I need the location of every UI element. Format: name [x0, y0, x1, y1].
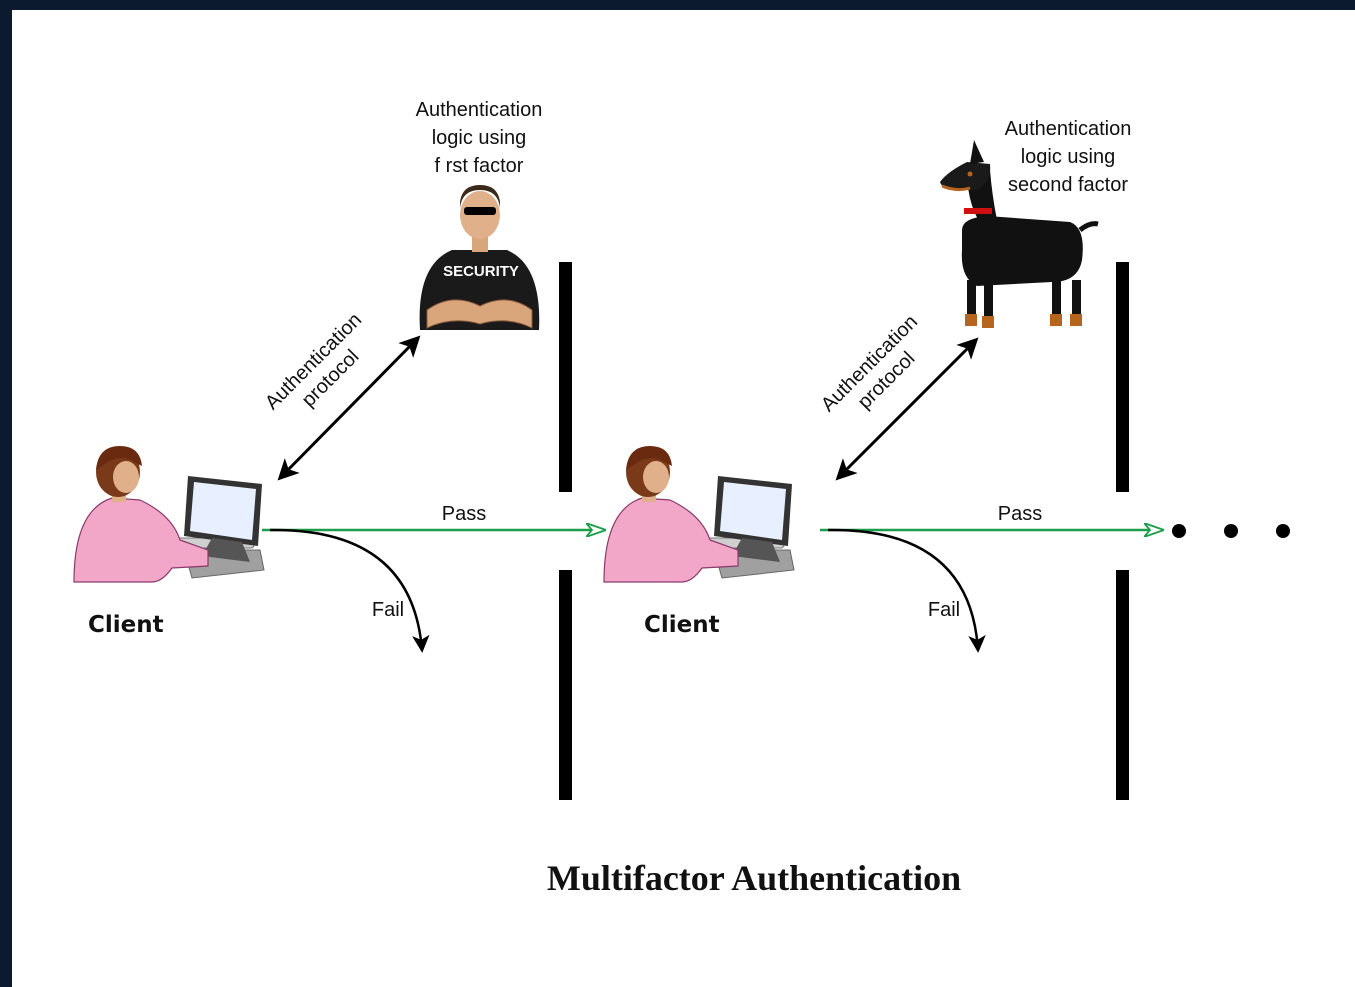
client-2-label: Client	[644, 612, 720, 638]
stage2-protocol-arrow	[835, 337, 979, 481]
security-guard-icon: SECURITY	[419, 185, 540, 330]
stage1-protocol-label: Authentication protocol	[261, 309, 366, 414]
diagram-title: Multifactor Authentication	[547, 858, 961, 898]
stage2-logic-line2: logic using	[1021, 146, 1116, 168]
client-1-icon	[73, 446, 265, 583]
stage1-logic-line1: Authentication	[416, 99, 543, 121]
stage2-logic-line1: Authentication	[1005, 118, 1132, 140]
client-1-label: Client	[88, 612, 164, 638]
stage1-fail-label: Fail	[372, 599, 404, 621]
stage2-fail-label: Fail	[928, 599, 960, 621]
stage2-protocol-label: Authentication protocol	[817, 311, 922, 416]
stage2-pass-label: Pass	[998, 503, 1042, 525]
guard-shirt-text: SECURITY	[443, 263, 519, 280]
stage1-protocol-arrow	[277, 335, 421, 481]
stage1-logic-line3: f rst factor	[435, 155, 524, 177]
client-2-icon	[603, 446, 795, 583]
continuation-dots	[1172, 524, 1290, 538]
stage2-logic-line3: second factor	[1008, 174, 1128, 196]
multifactor-diagram: SECURITY Authentication logic using f rs…	[73, 99, 1290, 898]
barrier-1	[559, 262, 572, 800]
stage1-fail-arrow	[269, 528, 430, 653]
stage-1: SECURITY Authentication logic using f rs…	[73, 99, 604, 653]
stage1-logic-line2: logic using	[432, 127, 527, 149]
stage-2: Authentication logic using second factor…	[603, 118, 1290, 653]
barrier-2	[1116, 262, 1129, 800]
stage2-fail-arrow	[827, 528, 986, 653]
stage1-pass-label: Pass	[442, 503, 486, 525]
diagram-canvas: SECURITY Authentication logic using f rs…	[12, 10, 1355, 987]
guard-dog-icon	[940, 140, 1099, 328]
